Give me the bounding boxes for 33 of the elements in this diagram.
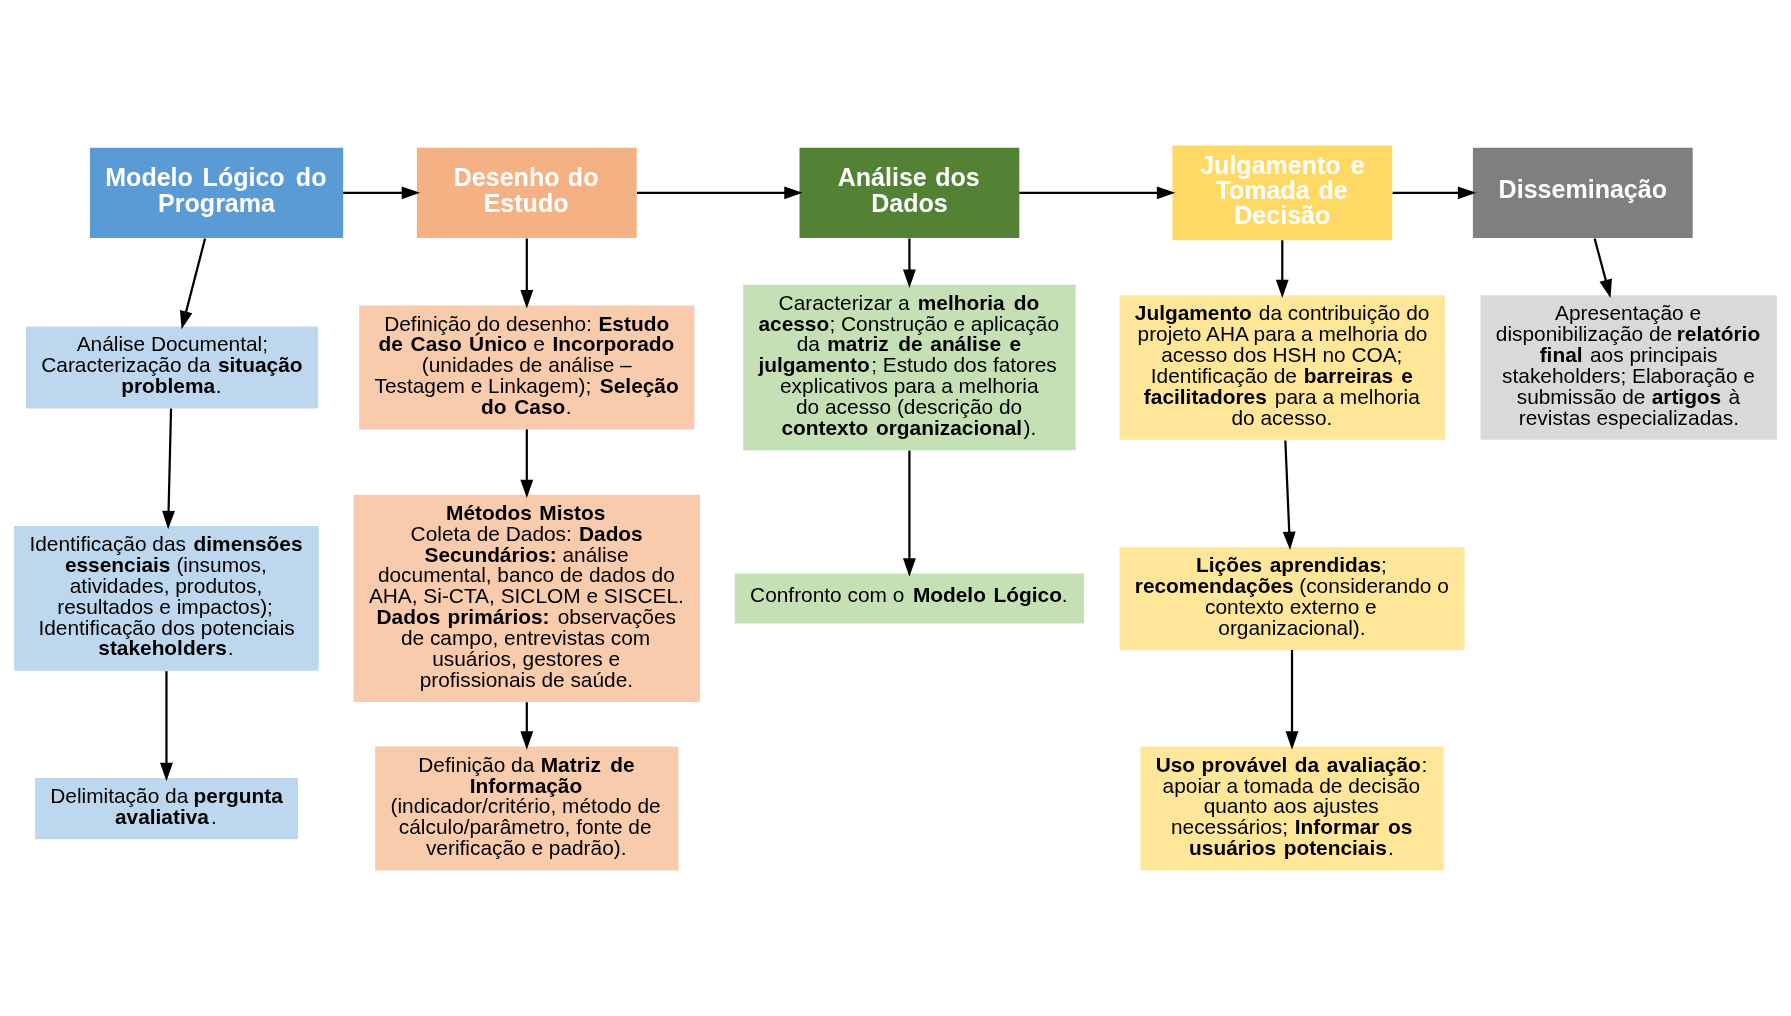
arrow bbox=[1593, 238, 1612, 298]
arrow bbox=[902, 450, 916, 577]
arrow bbox=[1282, 440, 1296, 551]
arrow bbox=[1019, 186, 1176, 200]
node-box: Confronto com o Modelo Lógico. bbox=[734, 573, 1084, 624]
arrow bbox=[162, 408, 175, 530]
node-box: Definição da Matriz de Informação (indicador/critério, método de cálculo/parâmetro, fonte de verificação e padrão). bbox=[375, 746, 679, 871]
node-box: Definição do desenho: Estudo de Caso Único e Incorporado (unidades de análise – Testagem e Linkagem); Seleção do Caso. bbox=[359, 305, 695, 430]
arrow bbox=[1285, 650, 1299, 750]
node-box: Modelo Lógico do Programa bbox=[89, 147, 344, 239]
arrow bbox=[179, 238, 207, 330]
node-box: Delimitação da pergunta avaliativa. bbox=[35, 777, 298, 840]
node-box: Métodos Mistos Coleta de Dados: Dados Secundários: análise documental, banco de dados do AHA, Si-CTA, SICLOM e SISCEL. Dados primários: observações de campo, entrevistas com usuários, gestores e profissionais de saúde. bbox=[353, 494, 700, 703]
arrow bbox=[343, 186, 421, 200]
arrow bbox=[637, 186, 803, 200]
arrow bbox=[1392, 186, 1477, 200]
node-box: Análise Documental; Caracterização da situação problema. bbox=[25, 326, 319, 409]
node-box: Desenho do Estudo bbox=[416, 147, 637, 239]
arrow bbox=[902, 238, 916, 288]
node-box: Lições aprendidas; recomendações (considerando o contexto externo e organizacional). bbox=[1119, 546, 1465, 650]
node-box: Julgamento da contribuição do projeto AHA para a melhoria do acesso dos HSH no COA; Identificação de barreiras e facilitadores para a melhoria do acesso. bbox=[1119, 295, 1446, 440]
arrow bbox=[520, 702, 534, 750]
arrow bbox=[160, 671, 173, 782]
arrow bbox=[1275, 240, 1289, 299]
node-box: Disseminação bbox=[1472, 147, 1693, 239]
arrow bbox=[520, 429, 534, 499]
node-box: Identificação das dimensões essenciais (insumos, atividades, produtos, resultados e impactos); Identificação dos potenciais stakeholders. bbox=[14, 526, 319, 671]
node-box: Julgamento e Tomada de Decisão bbox=[1172, 145, 1393, 241]
arrow bbox=[520, 238, 534, 309]
node-box: Caracterizar a melhoria do acesso; Construção e aplicação da matriz de análise e julgamento; Estudo dos fatores explicativos para a melhoria do acesso (descrição do contexto organizacional). bbox=[743, 284, 1076, 451]
node-box: Uso provável da avaliação: apoiar a tomada de decisão quanto aos ajustes necessários; Informar os usuários potenciais. bbox=[1140, 746, 1444, 871]
node-box: Apresentação e disponibilização de relatório final aos principais stakeholders; Elaboração e submissão de artigos à revistas especializadas. bbox=[1480, 295, 1777, 440]
node-box: Análise dos Dados bbox=[799, 147, 1020, 239]
